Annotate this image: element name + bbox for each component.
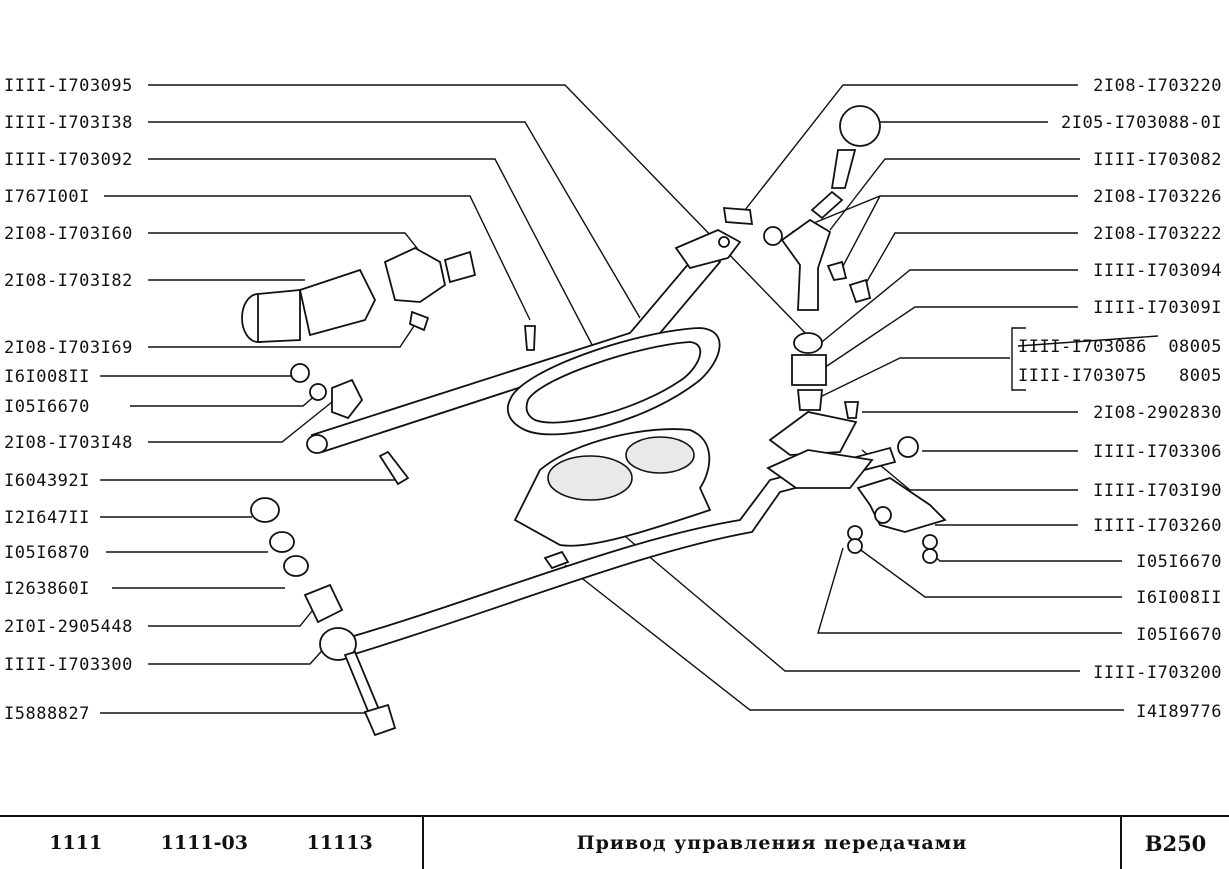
label-left-2: IIII-I703I38 bbox=[4, 113, 133, 133]
label-left-9: I05I6670 bbox=[4, 397, 90, 417]
label-right-18: I4I89776 bbox=[1136, 702, 1222, 722]
model-2: 1111-03 bbox=[160, 832, 248, 854]
label-right-8: IIII-I703086 bbox=[1018, 337, 1147, 357]
strike-line bbox=[1017, 335, 1159, 347]
label-right-8b: 08005 bbox=[1168, 337, 1222, 357]
label-right-14: I05I6670 bbox=[1136, 552, 1222, 572]
gear-lever bbox=[722, 105, 919, 489]
label-left-15: 2I0I-2905448 bbox=[4, 617, 133, 637]
label-right-15: I6I008II bbox=[1136, 588, 1222, 608]
title-block: 1111 1111-03 11113 Привод управления пер… bbox=[0, 815, 1229, 869]
label-right-4: 2I08-I703226 bbox=[1093, 187, 1222, 207]
label-left-12: I2I647II bbox=[4, 508, 90, 528]
label-right-5: 2I08-I703222 bbox=[1093, 224, 1222, 244]
label-left-7: 2I08-I703I69 bbox=[4, 338, 133, 358]
label-left-10: 2I08-I703I48 bbox=[4, 433, 133, 453]
label-right-17: IIII-I703200 bbox=[1093, 663, 1222, 683]
label-right-9: IIII-I703075 bbox=[1018, 366, 1147, 386]
label-left-5: 2I08-I703I60 bbox=[4, 224, 133, 244]
page-code: B250 bbox=[1144, 830, 1207, 856]
bracket bbox=[1011, 327, 1026, 391]
right-labels: 2I08-I703220 2I05-I703088-0I IIII-I70308… bbox=[1011, 76, 1222, 722]
bracket-right bbox=[847, 477, 947, 564]
label-left-17: I5888827 bbox=[4, 704, 90, 724]
model-list: 1111 1111-03 11113 bbox=[0, 817, 424, 869]
label-right-3: IIII-I703082 bbox=[1093, 150, 1222, 170]
label-right-13: IIII-I703260 bbox=[1093, 516, 1222, 536]
damper-block bbox=[241, 246, 477, 343]
label-left-13: I05I6870 bbox=[4, 543, 90, 563]
model-1: 1111 bbox=[49, 832, 103, 854]
page-title: Привод управления передачами bbox=[424, 817, 1122, 869]
label-left-4: I767I00I bbox=[4, 187, 90, 207]
left-small-parts bbox=[250, 363, 410, 737]
label-left-14: I263860I bbox=[4, 579, 90, 599]
label-right-2: 2I05-I703088-0I bbox=[1061, 113, 1222, 133]
label-left-1: IIII-I703095 bbox=[4, 76, 133, 96]
parts-diagram: IIII-I703095 IIII-I703I38 IIII-I703092 I… bbox=[4, 76, 1222, 737]
label-right-1: 2I08-I703220 bbox=[1093, 76, 1222, 96]
label-left-16: IIII-I703300 bbox=[4, 655, 133, 675]
label-right-10: 2I08-2902830 bbox=[1093, 403, 1222, 423]
left-labels: IIII-I703095 IIII-I703I38 IIII-I703092 I… bbox=[4, 76, 133, 724]
label-right-9b: 8005 bbox=[1179, 366, 1222, 386]
label-right-7: IIII-I70309I bbox=[1093, 298, 1222, 318]
label-right-6: IIII-I703094 bbox=[1093, 261, 1222, 281]
label-right-12: IIII-I703I90 bbox=[1093, 481, 1222, 501]
label-left-3: IIII-I703092 bbox=[4, 150, 133, 170]
left-leaders bbox=[100, 84, 813, 714]
label-right-11: IIII-I703306 bbox=[1093, 442, 1222, 462]
lower-cover bbox=[513, 428, 712, 570]
upper-shift-rod bbox=[306, 229, 742, 454]
label-right-16: I05I6670 bbox=[1136, 625, 1222, 645]
lower-shift-rod bbox=[338, 446, 897, 658]
label-left-6: 2I08-I703I82 bbox=[4, 271, 133, 291]
boot-frame bbox=[506, 327, 721, 436]
label-left-8: I6I008II bbox=[4, 367, 90, 387]
model-3: 11113 bbox=[306, 832, 373, 854]
screw-small bbox=[524, 325, 536, 351]
label-left-11: I604392I bbox=[4, 471, 90, 491]
right-leaders bbox=[564, 84, 1124, 711]
